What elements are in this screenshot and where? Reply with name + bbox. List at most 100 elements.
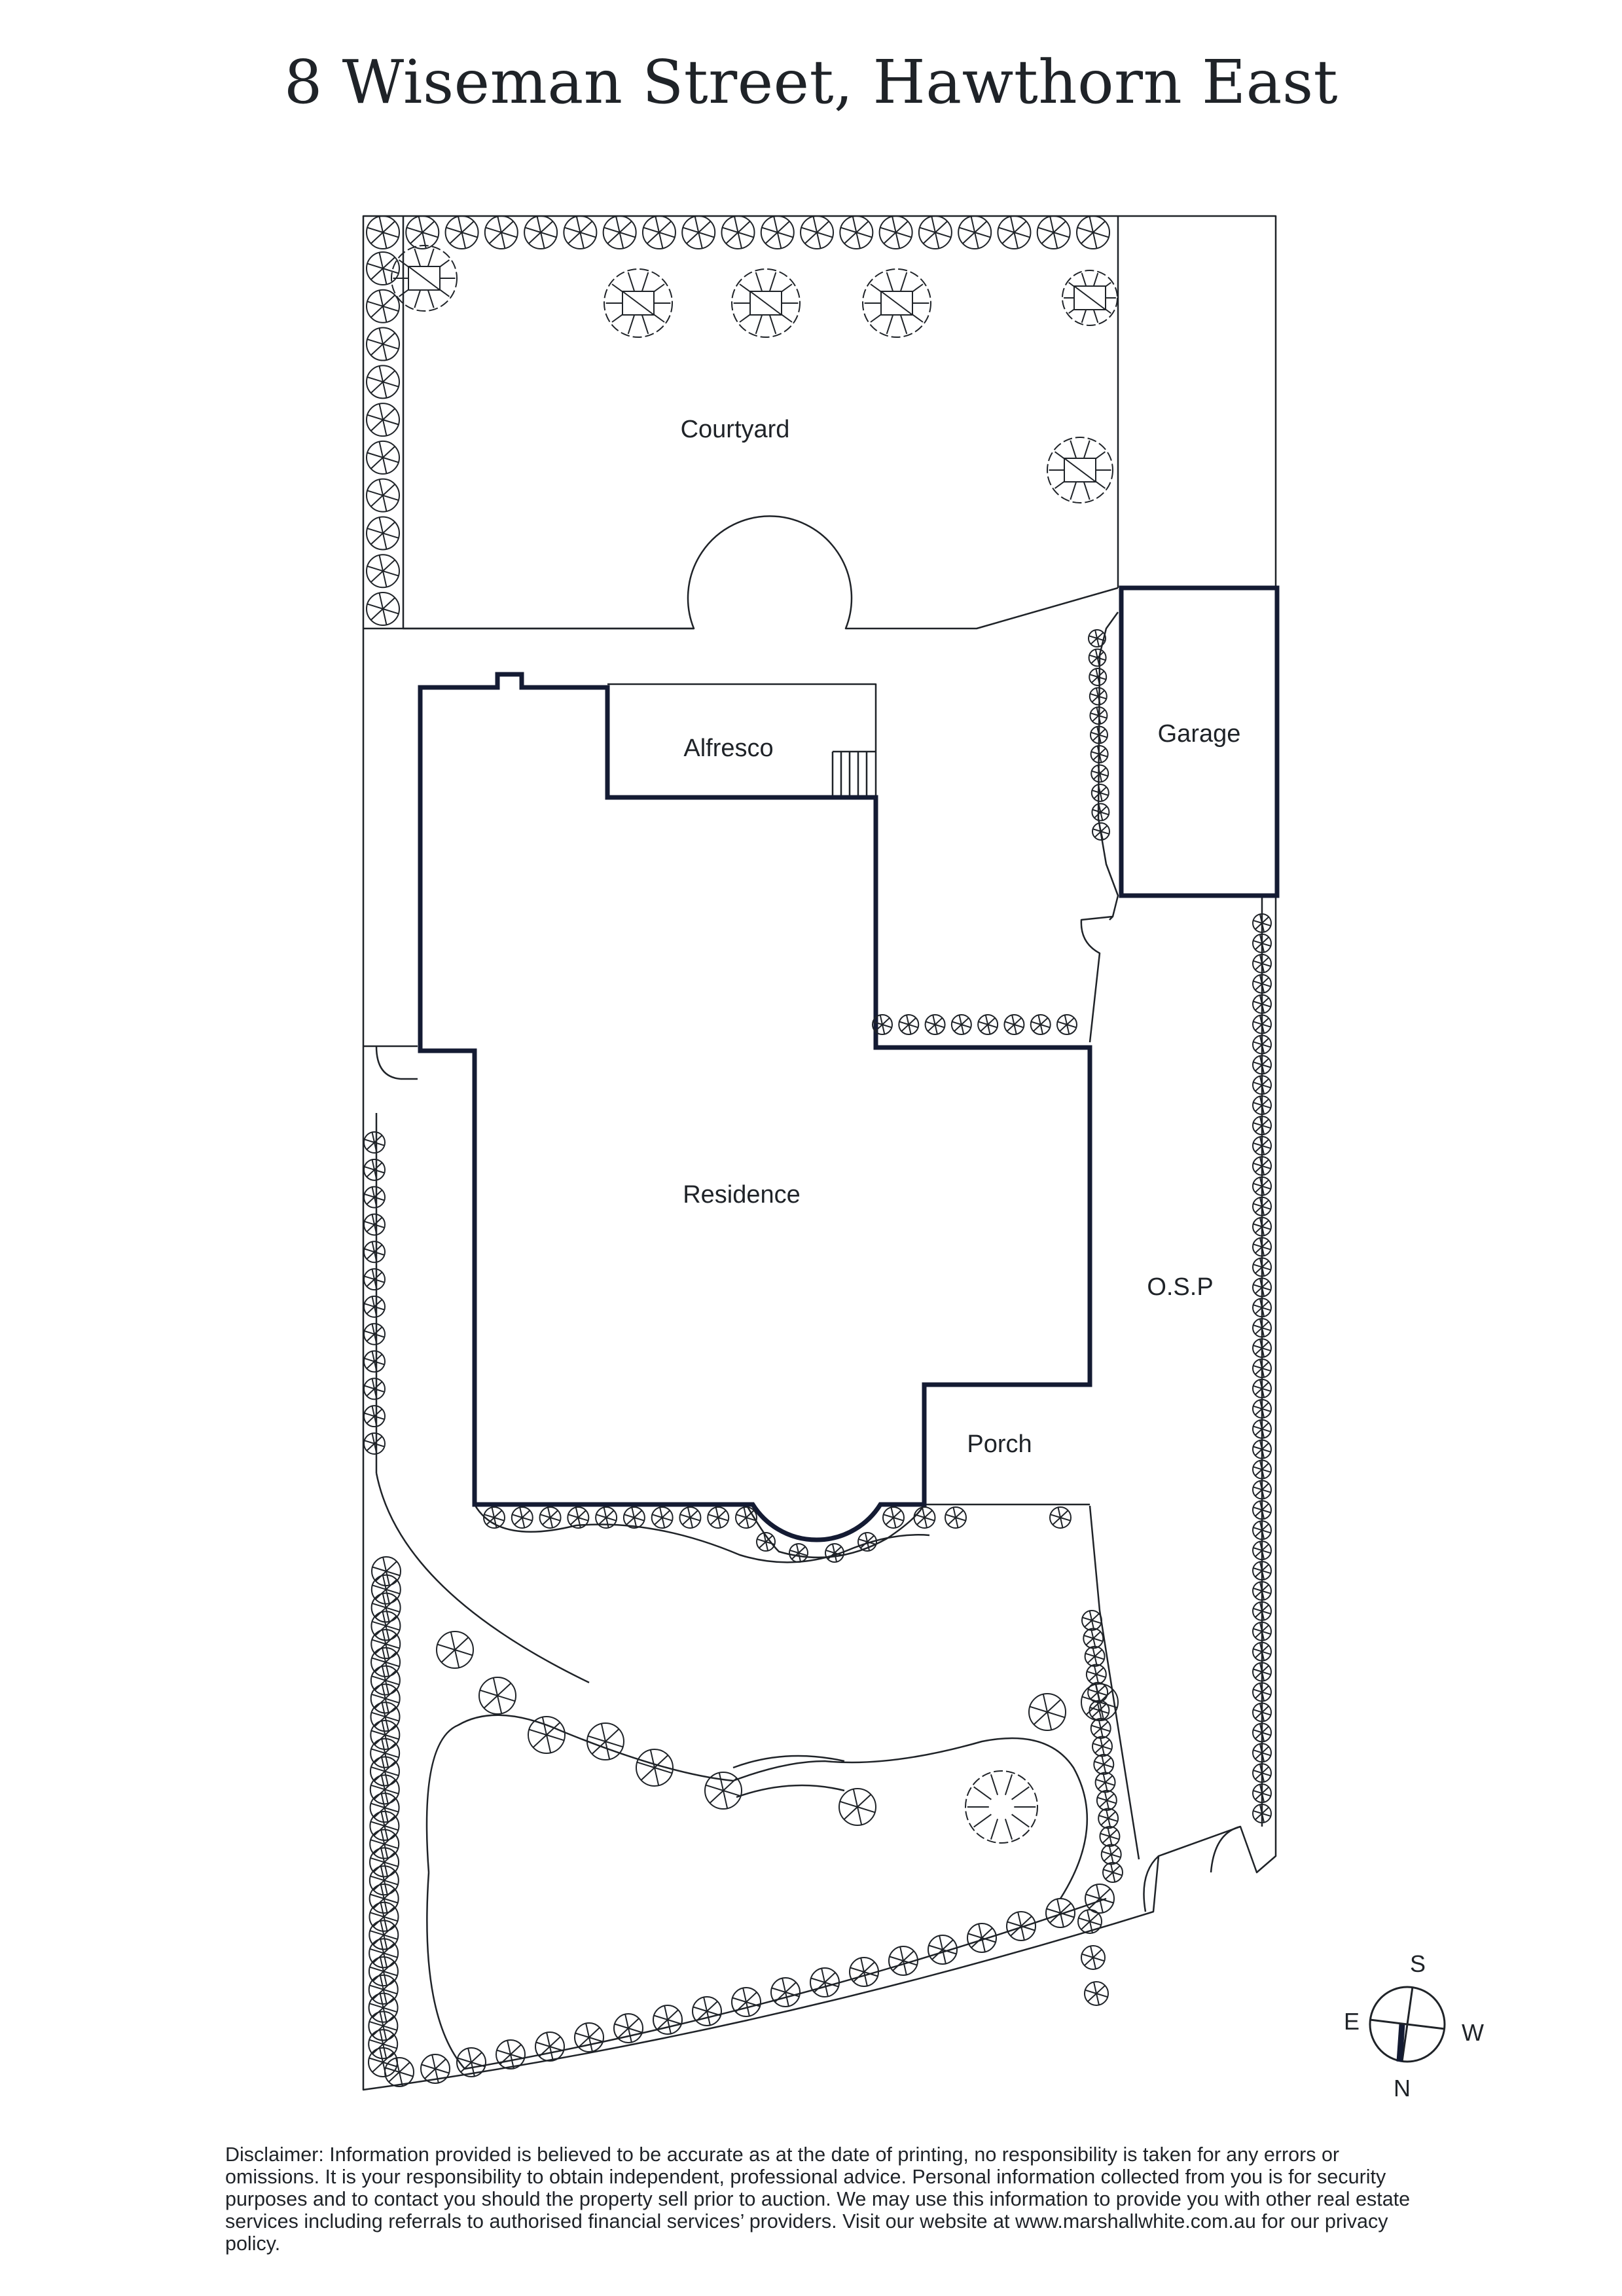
shrub-icon bbox=[882, 1506, 905, 1529]
shrub-icon bbox=[1092, 1736, 1113, 1757]
shrub-icon bbox=[370, 1611, 401, 1641]
shrub-icon bbox=[1252, 1641, 1272, 1662]
shrub-icon bbox=[735, 1506, 757, 1529]
compass-w: W bbox=[1462, 2019, 1484, 2046]
alfresco-steps bbox=[831, 750, 876, 797]
shrub-icon bbox=[444, 215, 479, 249]
shrub-icon bbox=[825, 1543, 844, 1563]
shrub-icon bbox=[1252, 1338, 1272, 1358]
shrub-icon bbox=[368, 1956, 399, 1987]
shrub-icon bbox=[384, 2057, 414, 2087]
property-boundary bbox=[362, 215, 1277, 2091]
west-gate bbox=[363, 1045, 418, 1080]
shrub-icon bbox=[789, 1543, 808, 1563]
shrub-icon bbox=[1252, 1520, 1272, 1540]
shrub-icon bbox=[898, 1014, 920, 1035]
shrub-icon bbox=[363, 1377, 386, 1400]
shrub-icon bbox=[369, 1829, 400, 1859]
front-residence-bed bbox=[473, 1503, 930, 1563]
shrub-icon bbox=[1083, 1628, 1104, 1649]
shrub-icon bbox=[478, 1677, 516, 1715]
shrub-icon bbox=[1252, 1398, 1272, 1419]
shrub-icon bbox=[483, 1506, 505, 1529]
shrub-icon bbox=[369, 1938, 399, 1969]
shrub-icon bbox=[1252, 974, 1272, 994]
compass-n: N bbox=[1394, 2075, 1411, 2102]
shrub-icon bbox=[1077, 1909, 1102, 1934]
shrub-icon bbox=[928, 1935, 958, 1965]
shrub-icon bbox=[1089, 1700, 1110, 1721]
garage-walls bbox=[1119, 585, 1280, 898]
shrub-icon bbox=[800, 215, 835, 249]
shrub-icon bbox=[997, 215, 1032, 249]
shrub-icon bbox=[1089, 706, 1108, 725]
shrub-icon bbox=[1093, 1754, 1115, 1775]
shrub-icon bbox=[369, 1865, 399, 1896]
shrub-icon bbox=[366, 554, 400, 589]
shrub-icon bbox=[1036, 215, 1071, 249]
shrub-icon bbox=[1252, 1358, 1272, 1378]
shrub-icon bbox=[370, 1738, 401, 1768]
shrub-icon bbox=[366, 478, 400, 513]
shrub-icon bbox=[1081, 1945, 1106, 1970]
shrub-icon bbox=[563, 215, 598, 249]
shrub-icon bbox=[1252, 1378, 1272, 1398]
shrub-icon bbox=[857, 1532, 877, 1552]
shrub-icon bbox=[1096, 1790, 1117, 1811]
shrub-icon bbox=[1056, 1014, 1077, 1035]
shrub-icon bbox=[1252, 1459, 1272, 1480]
shrub-icon bbox=[368, 2029, 399, 2060]
shrub-icon bbox=[1252, 1783, 1272, 1804]
tree-icon bbox=[604, 268, 673, 338]
shrub-icon bbox=[731, 1987, 761, 2017]
shrub-icon bbox=[1081, 1610, 1102, 1631]
shrub-icon bbox=[535, 2032, 565, 2062]
shrub-icon bbox=[456, 2047, 486, 2077]
shrub-icon bbox=[1003, 1014, 1025, 1035]
shrub-icon bbox=[363, 1268, 386, 1291]
shrub-icon bbox=[528, 1716, 566, 1754]
shrub-icon bbox=[1252, 1500, 1272, 1520]
shrub-icon bbox=[1252, 1804, 1272, 1823]
shrub-icon bbox=[1252, 1034, 1272, 1055]
disclaimer: Disclaimer: Information provided is beli… bbox=[225, 2143, 1411, 2255]
shrub-icon bbox=[370, 1702, 401, 1732]
shrub-icon bbox=[1252, 1075, 1272, 1095]
shrub-icon bbox=[574, 2022, 604, 2052]
shrub-icon bbox=[1100, 1844, 1122, 1865]
shrub-icon bbox=[369, 1884, 399, 1914]
tree-icon bbox=[731, 268, 801, 338]
shrub-icon bbox=[366, 215, 400, 249]
shrub-icon bbox=[1252, 1419, 1272, 1439]
shrub-icon bbox=[1090, 725, 1108, 744]
shrub-icon bbox=[1252, 1702, 1272, 1722]
shrub-icon bbox=[967, 1923, 997, 1953]
shrub-icon bbox=[1084, 1981, 1109, 2006]
west-lawn-edge bbox=[375, 1472, 590, 1684]
shrub-icon bbox=[369, 1810, 400, 1841]
shrub-icon bbox=[1252, 1722, 1272, 1743]
shrub-icon bbox=[363, 1432, 386, 1455]
shrub-icon bbox=[838, 1788, 876, 1826]
shrub-icon bbox=[369, 1793, 400, 1823]
shrub-icon bbox=[1085, 1664, 1107, 1685]
shrub-icon bbox=[1252, 1055, 1272, 1075]
tree-icon bbox=[1062, 270, 1118, 326]
shrub-icon bbox=[370, 1574, 401, 1605]
compass: S E W N bbox=[1344, 1950, 1484, 2102]
shrub-icon bbox=[1252, 1257, 1272, 1277]
shrub-icon bbox=[1252, 1298, 1272, 1318]
shrub-icon bbox=[369, 1774, 400, 1805]
shrub-icon bbox=[366, 516, 400, 551]
shrub-icon bbox=[1252, 1439, 1272, 1459]
shrub-icon bbox=[653, 2005, 683, 2035]
shrub-icon bbox=[888, 1946, 918, 1976]
shrub-icon bbox=[1088, 629, 1106, 647]
residence-walls bbox=[418, 672, 1092, 1542]
tree-icon bbox=[391, 245, 458, 312]
lawn-edge bbox=[426, 1872, 1107, 2070]
shrub-icon bbox=[366, 592, 400, 626]
shrub-icon bbox=[369, 1901, 399, 1932]
shrub-icon bbox=[1252, 1156, 1272, 1176]
shrub-icon bbox=[1252, 1480, 1272, 1500]
